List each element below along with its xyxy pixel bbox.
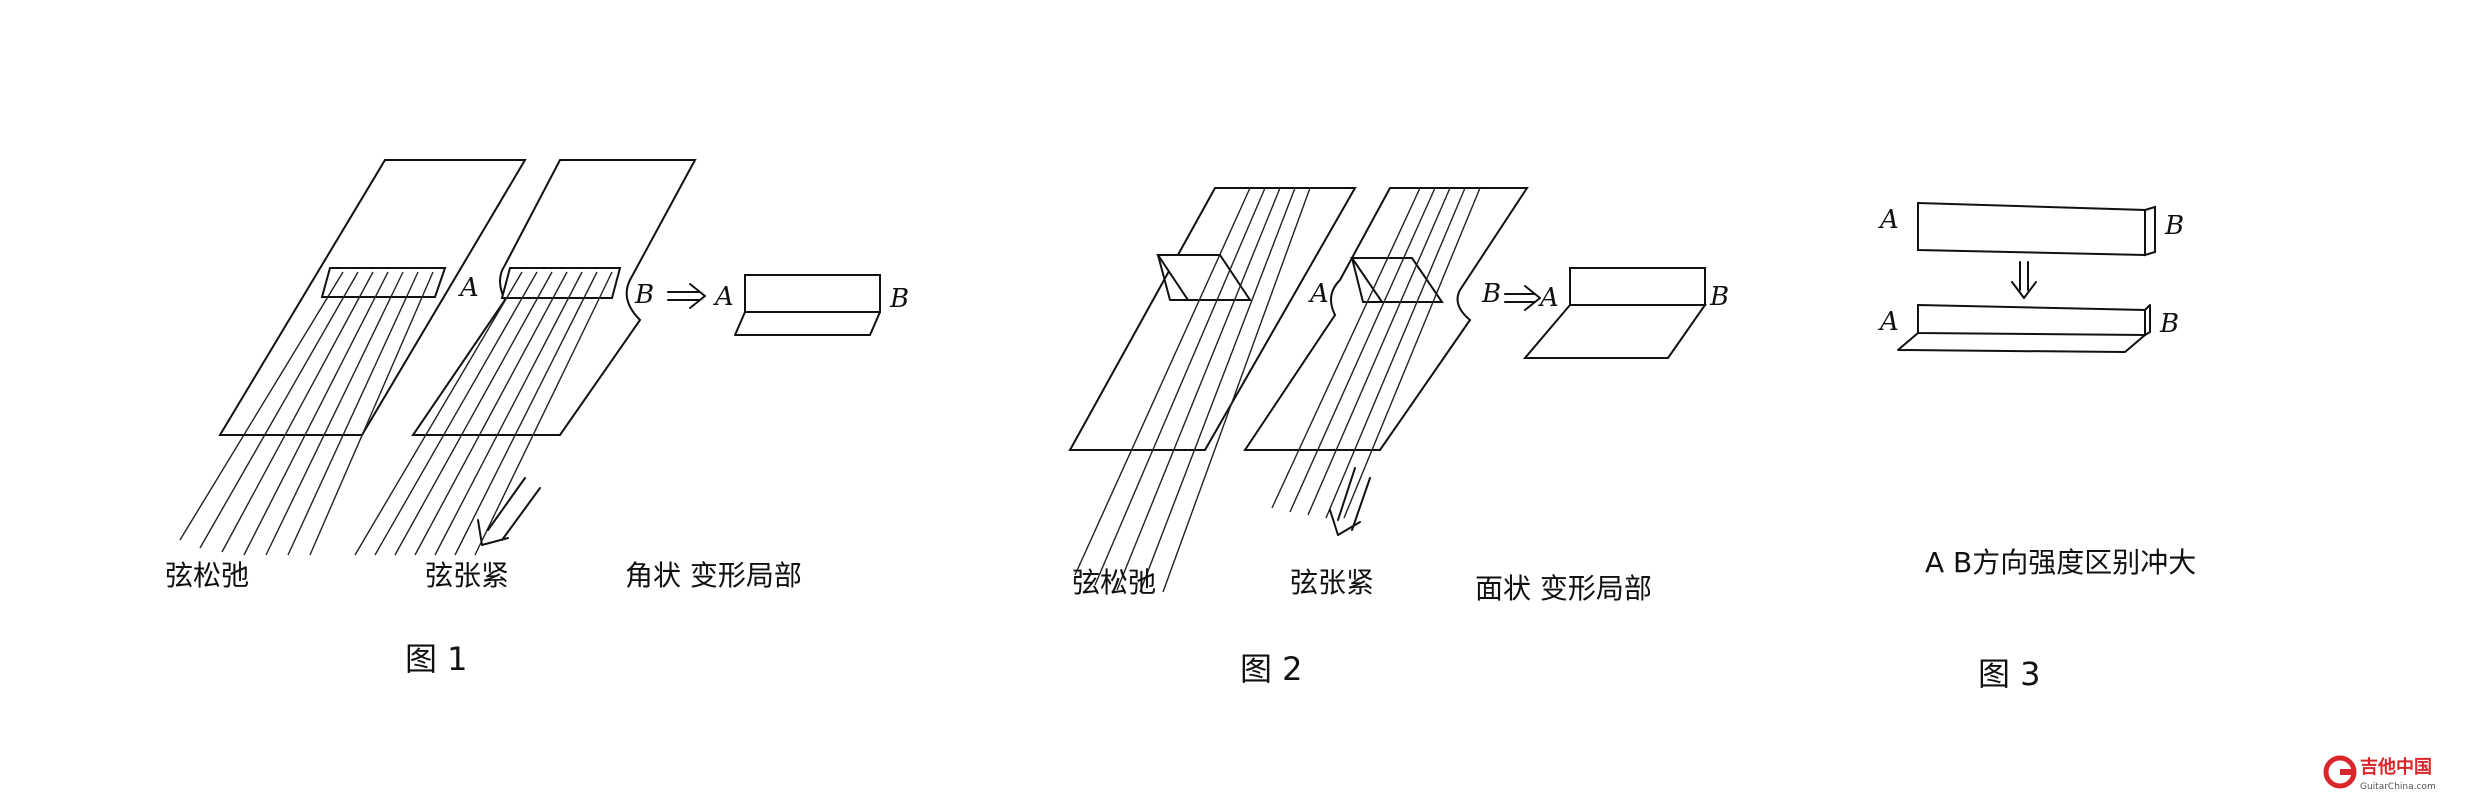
fig1-tension-arrow [477, 477, 541, 546]
fig3-arrow-down [2011, 261, 2037, 299]
fig3-caption-strength: A B方向强度区别冲大 [1925, 546, 2196, 579]
fig3-label-a-top: A [1878, 205, 1899, 235]
fig2-caption-tense: 弦张紧 [1290, 566, 1374, 599]
fig2-title: 图 2 [1240, 650, 1303, 688]
watermark-sub: GuitarChina.com [2360, 782, 2436, 792]
fig2-slack-bridge [1156, 254, 1252, 301]
figure-2: A B A B 弦松弛 弦张紧 面状 变形局部 图 2 [1068, 187, 1729, 688]
fig1-arrow-right [667, 283, 706, 309]
guitarchina-watermark-logo: 吉他中国 GuitarChina.com [2323, 755, 2436, 792]
fig3-label-b-top: B [2164, 211, 2184, 241]
fig1-caption-slack: 弦松弛 [165, 559, 249, 592]
figure-1: A B A B 弦松弛 弦张紧 角状 变形局部 图 1 [165, 159, 909, 678]
fig3-label-a-bot: A [1878, 307, 1899, 337]
logo-g-icon [2323, 755, 2357, 789]
fig3-flat-bar [1917, 201, 2156, 257]
fig2-label-a2: A [1538, 283, 1559, 313]
fig1-caption-deform: 角状 变形局部 [625, 559, 802, 592]
fig2-plane-shape [1522, 267, 1707, 359]
fig2-slack-strings [1074, 187, 1311, 593]
fig1-caption-tense: 弦张紧 [425, 559, 509, 592]
fig1-tense-strings [354, 271, 613, 556]
fig3-angle-bar [1897, 303, 2151, 353]
fig2-tension-arrow [1329, 467, 1371, 536]
fig1-label-a2: A [713, 282, 734, 312]
fig2-label-a: A [1308, 279, 1329, 309]
fig1-slack-strings [179, 271, 434, 556]
figure-3: A B A B A B方向强度区别冲大 图 3 [1878, 201, 2196, 693]
fig1-label-b2: B [889, 284, 909, 314]
fig1-angle-shape [734, 274, 881, 336]
fig1-label-a: A [458, 273, 479, 303]
fig1-title: 图 1 [405, 640, 468, 678]
fig2-arrow-right [1504, 285, 1541, 311]
fig2-slack-plate [1068, 187, 1357, 451]
fig1-slack-bridge [320, 267, 447, 298]
fig2-label-b2: B [1709, 282, 1729, 312]
fig2-label-b: B [1481, 279, 1501, 309]
fig2-caption-deform: 面状 变形局部 [1475, 572, 1652, 605]
fig3-label-b-bot: B [2159, 309, 2179, 339]
fig2-tense-plate [1243, 187, 1529, 451]
fig2-tense-strings [1271, 187, 1481, 519]
fig1-label-b: B [634, 280, 654, 310]
fig2-tense-bridge [1350, 257, 1444, 303]
fig2-caption-slack: 弦松弛 [1072, 566, 1156, 599]
fig3-title: 图 3 [1978, 655, 2041, 693]
watermark-text: 吉他中国 [2360, 756, 2432, 778]
